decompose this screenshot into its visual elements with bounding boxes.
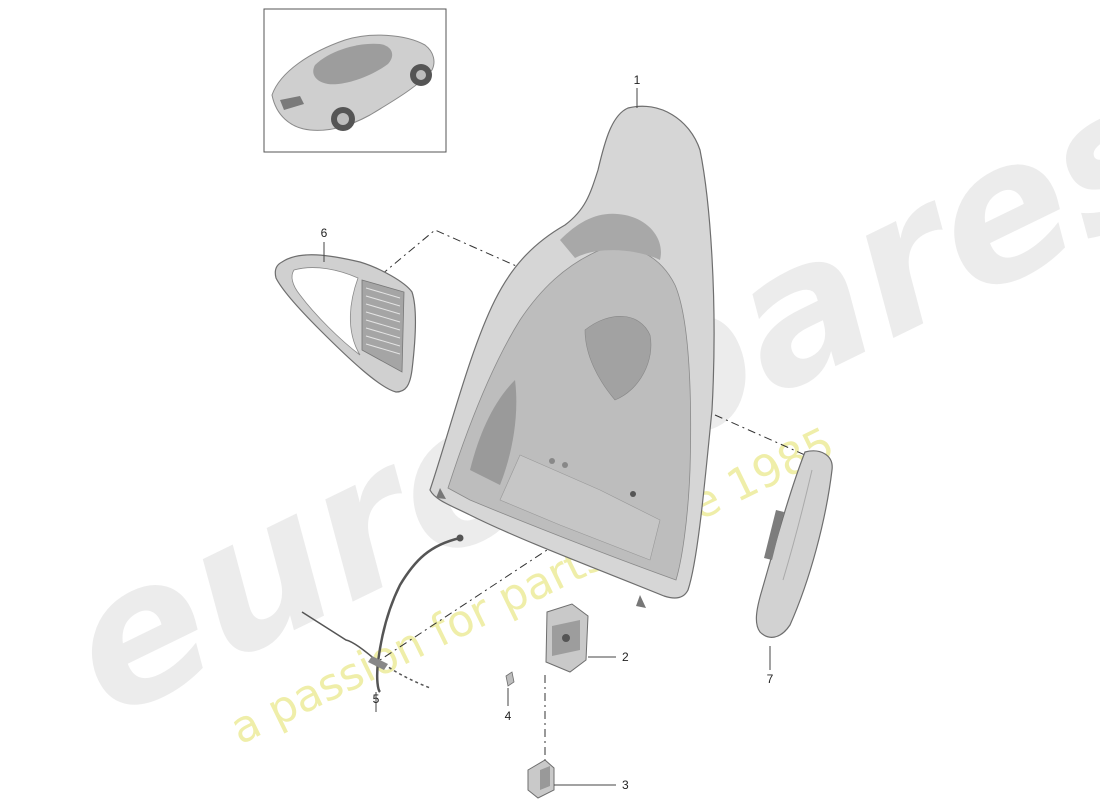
callout-2: 2 bbox=[622, 650, 629, 664]
fastener bbox=[505, 671, 515, 687]
callout-7: 7 bbox=[767, 672, 774, 686]
leader-lines bbox=[323, 88, 771, 786]
trim-frame bbox=[274, 254, 417, 393]
callout-3: 3 bbox=[622, 778, 629, 792]
callouts: 1 2 3 4 5 6 7 bbox=[321, 73, 774, 792]
callout-4: 4 bbox=[505, 709, 512, 723]
seat-backrest-shell bbox=[429, 105, 715, 608]
vehicle-thumbnail bbox=[263, 8, 447, 153]
hinge-bracket bbox=[545, 603, 589, 673]
car-icon bbox=[271, 34, 435, 131]
callout-1: 1 bbox=[634, 73, 641, 87]
lower-bracket bbox=[527, 759, 555, 799]
callout-6: 6 bbox=[321, 226, 328, 240]
cable bbox=[301, 534, 464, 693]
callout-5: 5 bbox=[373, 692, 380, 706]
side-cushion bbox=[755, 450, 833, 638]
